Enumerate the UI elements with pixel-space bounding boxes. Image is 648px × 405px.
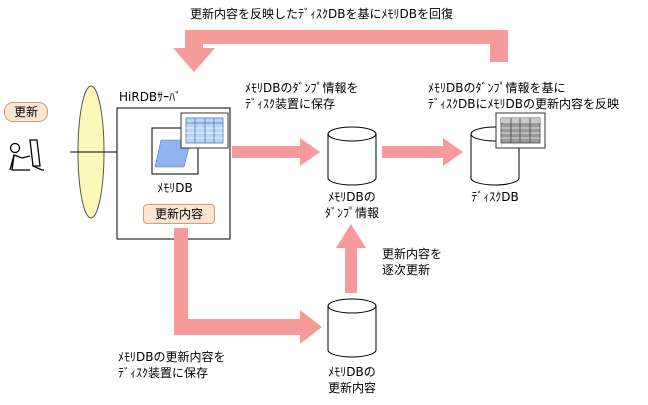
update-db-cylinder — [327, 298, 377, 358]
update-db-label: ﾒﾓﾘDBの 更新内容 — [327, 365, 376, 395]
update-content-badge: 更新内容 — [143, 204, 215, 224]
sequential-update-arrow — [336, 224, 366, 293]
update-save-label: ﾒﾓﾘDBの更新内容を ﾃﾞｨｽｸ装置に保存 — [118, 350, 226, 380]
reflect-label: ﾒﾓﾘDBのﾀﾞﾝﾌﾟ情報を基に ﾃﾞｨｽｸDBにﾒﾓﾘDBの更新内容を反映 — [428, 81, 619, 111]
memory-db-label: ﾒﾓﾘDB — [157, 181, 193, 195]
update-save-arrow — [174, 228, 322, 344]
dump-save-label: ﾒﾓﾘDBのﾀﾞﾝﾌﾟ情報を ﾃﾞｨｽｸ装置に保存 — [245, 81, 359, 111]
disk-table-icon — [495, 112, 546, 149]
dump-db-cylinder — [327, 126, 377, 186]
memory-table-icon — [180, 112, 229, 149]
update-badge: 更新 — [4, 102, 48, 122]
recovery-arrow — [173, 30, 508, 72]
server-label: HiRDBｻｰﾊﾞ — [119, 90, 182, 104]
reflect-arrow — [382, 138, 463, 166]
disk-db-label: ﾃﾞｨｽｸDB — [471, 190, 519, 204]
sequential-update-label: 更新内容を 逐次更新 — [382, 247, 443, 277]
dump-save-arrow — [232, 138, 320, 166]
dump-db-label: ﾒﾓﾘDBの ﾀﾞﾝﾌﾟ情報 — [324, 190, 379, 220]
user-terminal-icon — [9, 139, 44, 171]
top-recovery-label: 更新内容を反映したﾃﾞｨｽｸDBを基にﾒﾓﾘDBを回復 — [190, 7, 453, 21]
